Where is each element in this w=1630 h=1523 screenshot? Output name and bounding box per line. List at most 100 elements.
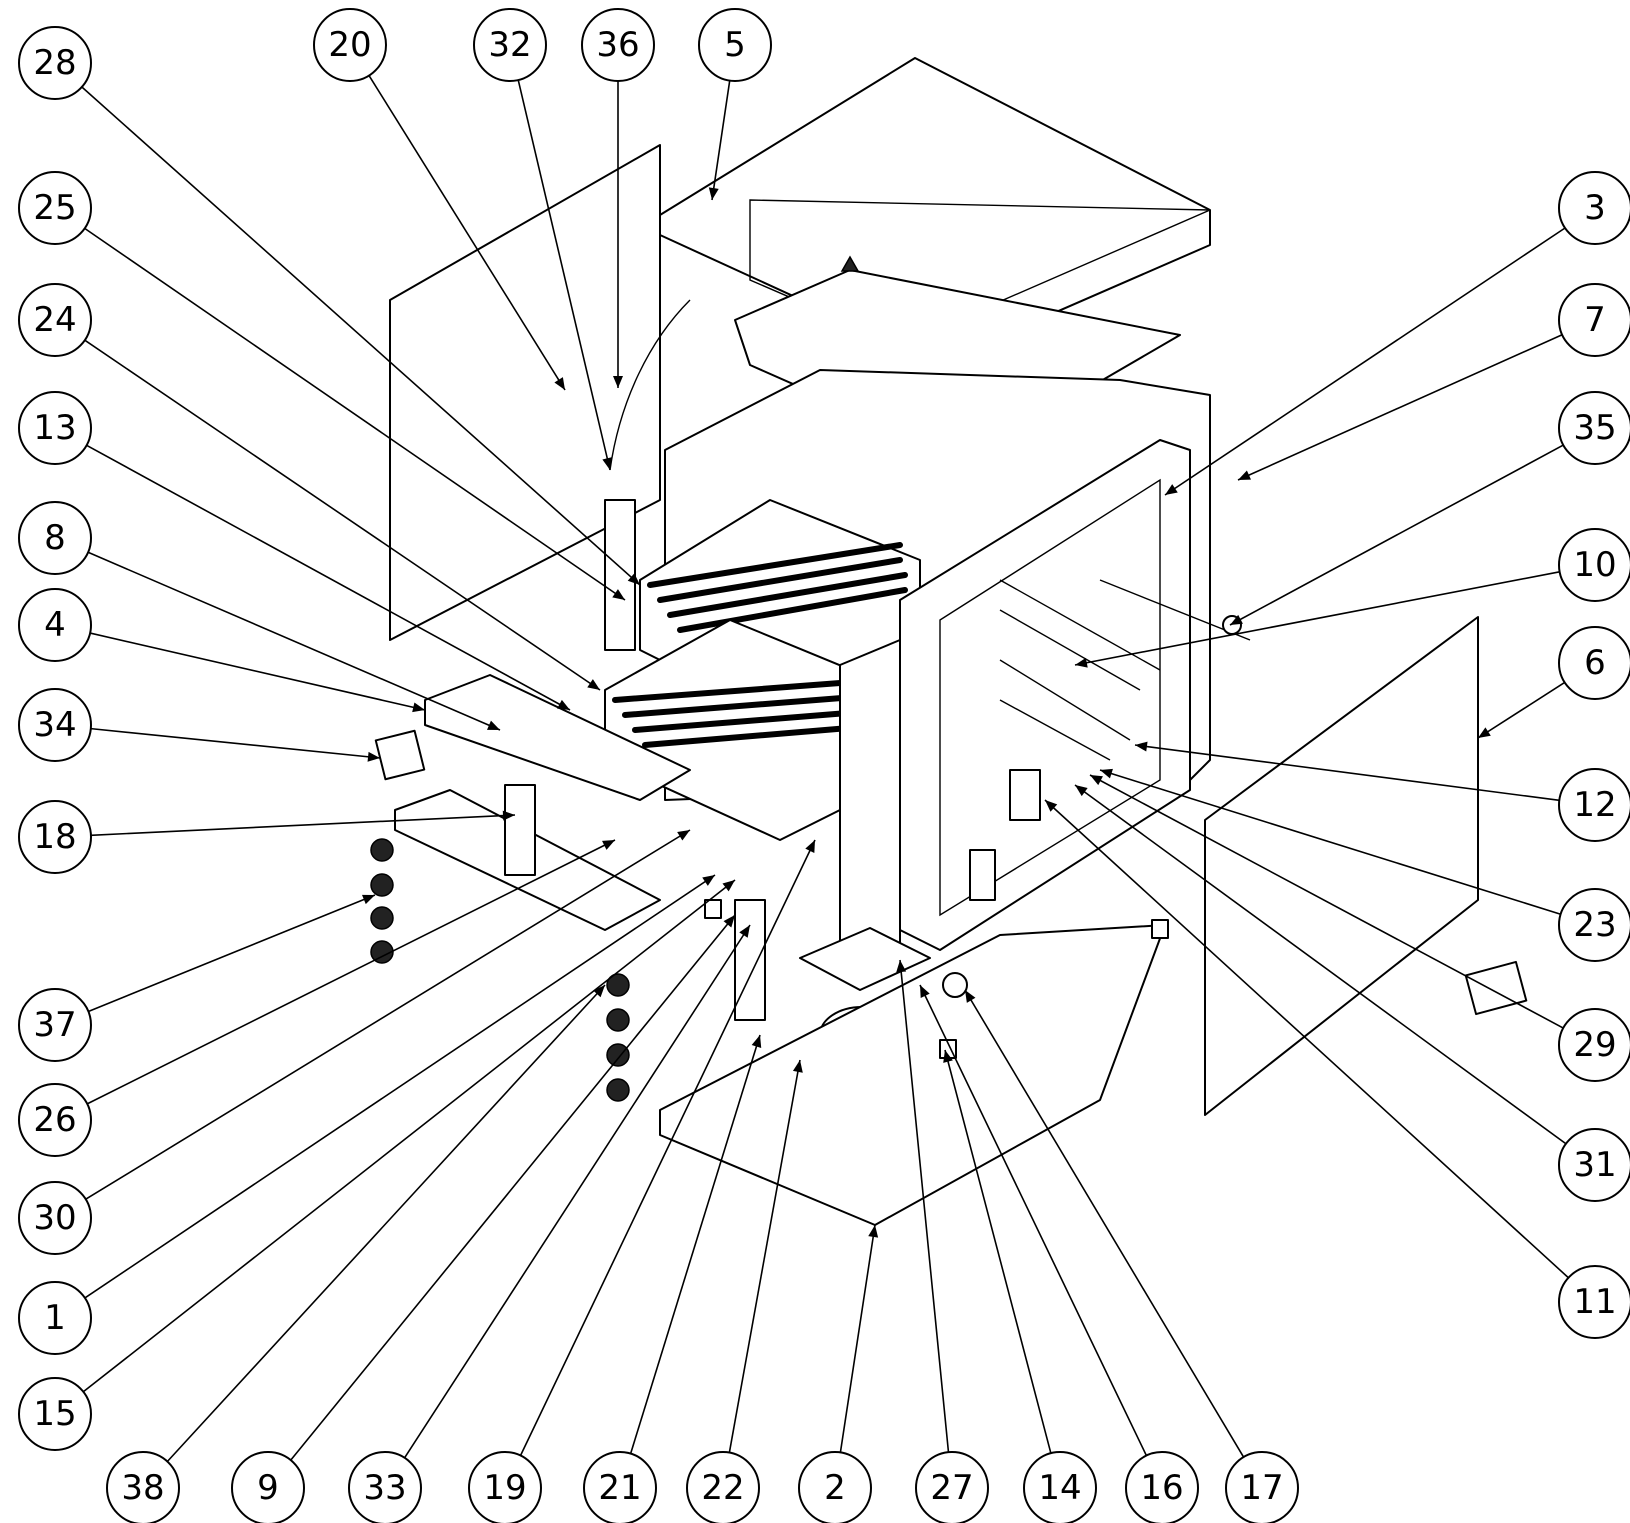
callout-number: 10 (1573, 545, 1616, 585)
callout-number: 16 (1140, 1468, 1183, 1508)
leader-line-18 (90, 814, 516, 837)
callout-circle (18, 688, 92, 762)
knobs-37 (370, 838, 394, 964)
thermostat-17 (942, 972, 968, 998)
leader-line-5 (711, 80, 731, 201)
callout-number: 33 (363, 1468, 406, 1508)
leader-line-30 (85, 829, 691, 1200)
leader-arrowhead-4 (412, 702, 425, 713)
leader-arrowhead-16 (920, 985, 930, 998)
leader-arrowhead-24 (587, 679, 600, 690)
callout-27: 27 (915, 1451, 989, 1523)
callout-38: 38 (106, 1451, 180, 1523)
leader-line-12 (1134, 744, 1560, 802)
callout-11: 11 (1558, 1265, 1630, 1339)
callout-32: 32 (473, 8, 547, 82)
leader-arrowhead-3 (1165, 484, 1178, 495)
label-plate-34 (374, 729, 426, 781)
callout-14: 14 (1023, 1451, 1097, 1523)
callout-number: 18 (33, 817, 76, 857)
leader-arrowhead-13 (557, 699, 570, 710)
callout-34: 34 (18, 688, 92, 762)
leader-arrowhead-35 (1230, 614, 1243, 625)
leader-line-38 (166, 984, 606, 1463)
callout-19: 19 (468, 1451, 542, 1523)
callout-1: 1 (18, 1281, 92, 1355)
callout-7: 7 (1558, 283, 1630, 357)
leader-line-37 (88, 894, 376, 1013)
callout-circle (231, 1451, 305, 1523)
callout-circle (18, 171, 92, 245)
leader-lines (81, 75, 1569, 1463)
leader-arrowhead-27 (896, 960, 907, 973)
callout-number: 25 (33, 188, 76, 228)
leader-arrowhead-9 (723, 915, 735, 928)
callout-20: 20 (313, 8, 387, 82)
leader-line-9 (290, 914, 736, 1461)
callout-37: 37 (18, 988, 92, 1062)
callout-2: 2 (798, 1451, 872, 1523)
leader-line-24 (84, 339, 601, 691)
callout-circle (18, 588, 92, 662)
callout-number: 3 (1584, 188, 1606, 228)
leader-arrowhead-19 (805, 840, 815, 853)
leader-line-1 (84, 874, 716, 1299)
callout-number: 29 (1573, 1025, 1616, 1065)
callout-number: 2 (824, 1468, 846, 1508)
leader-line-3 (1164, 227, 1566, 496)
leader-arrowhead-10 (1075, 657, 1088, 668)
callout-circle (915, 1451, 989, 1523)
bottom-tray-2 (659, 924, 1166, 1226)
callout-6: 6 (1558, 626, 1630, 700)
callout-circle (686, 1451, 760, 1523)
leader-arrowhead-14 (943, 1050, 953, 1063)
knobs-38 (606, 973, 630, 1102)
leader-arrowhead-21 (751, 1035, 762, 1048)
callout-3: 3 (1558, 171, 1630, 245)
front-rail-4 (424, 674, 691, 801)
leader-arrowhead-5 (708, 187, 719, 200)
callout-number: 26 (33, 1100, 76, 1140)
leader-arrowhead-30 (677, 830, 690, 841)
callout-circle (18, 26, 92, 100)
callout-number: 8 (44, 518, 66, 558)
callout-number: 24 (33, 300, 76, 340)
callout-number: 36 (596, 25, 639, 65)
callout-circle (1558, 888, 1630, 962)
callout-circle (798, 1451, 872, 1523)
callout-number: 31 (1573, 1145, 1616, 1185)
callout-circle (313, 8, 387, 82)
leader-line-21 (629, 1034, 761, 1454)
leader-arrowhead-8 (487, 720, 500, 730)
callout-number: 20 (328, 25, 371, 65)
leader-line-28 (81, 86, 641, 586)
leader-arrowhead-23 (1100, 768, 1113, 779)
callout-circle (581, 8, 655, 82)
leader-line-10 (1074, 571, 1560, 666)
callout-number: 37 (33, 1005, 76, 1045)
leader-arrowhead-15 (722, 880, 735, 892)
callout-number: 34 (33, 705, 76, 745)
callout-9: 9 (231, 1451, 305, 1523)
warning-triangle-icon (840, 255, 860, 272)
assembly-parts (370, 57, 1528, 1226)
callout-25: 25 (18, 171, 92, 245)
callout-16: 16 (1125, 1451, 1199, 1523)
callout-number: 22 (701, 1468, 744, 1508)
leader-line-20 (368, 75, 566, 391)
leader-arrowhead-17 (965, 990, 976, 1003)
leader-line-31 (1074, 784, 1567, 1145)
leader-line-15 (82, 879, 736, 1393)
leader-line-16 (919, 984, 1148, 1456)
callout-23: 23 (1558, 888, 1630, 962)
leader-line-17 (964, 989, 1245, 1458)
leader-arrowhead-7 (1238, 470, 1251, 480)
leader-line-14 (944, 1049, 1052, 1454)
callout-circle (1558, 768, 1630, 842)
callout-circle (106, 1451, 180, 1523)
leader-arrowhead-11 (1045, 800, 1058, 812)
leader-line-8 (87, 551, 501, 731)
leader-line-23 (1099, 769, 1561, 916)
